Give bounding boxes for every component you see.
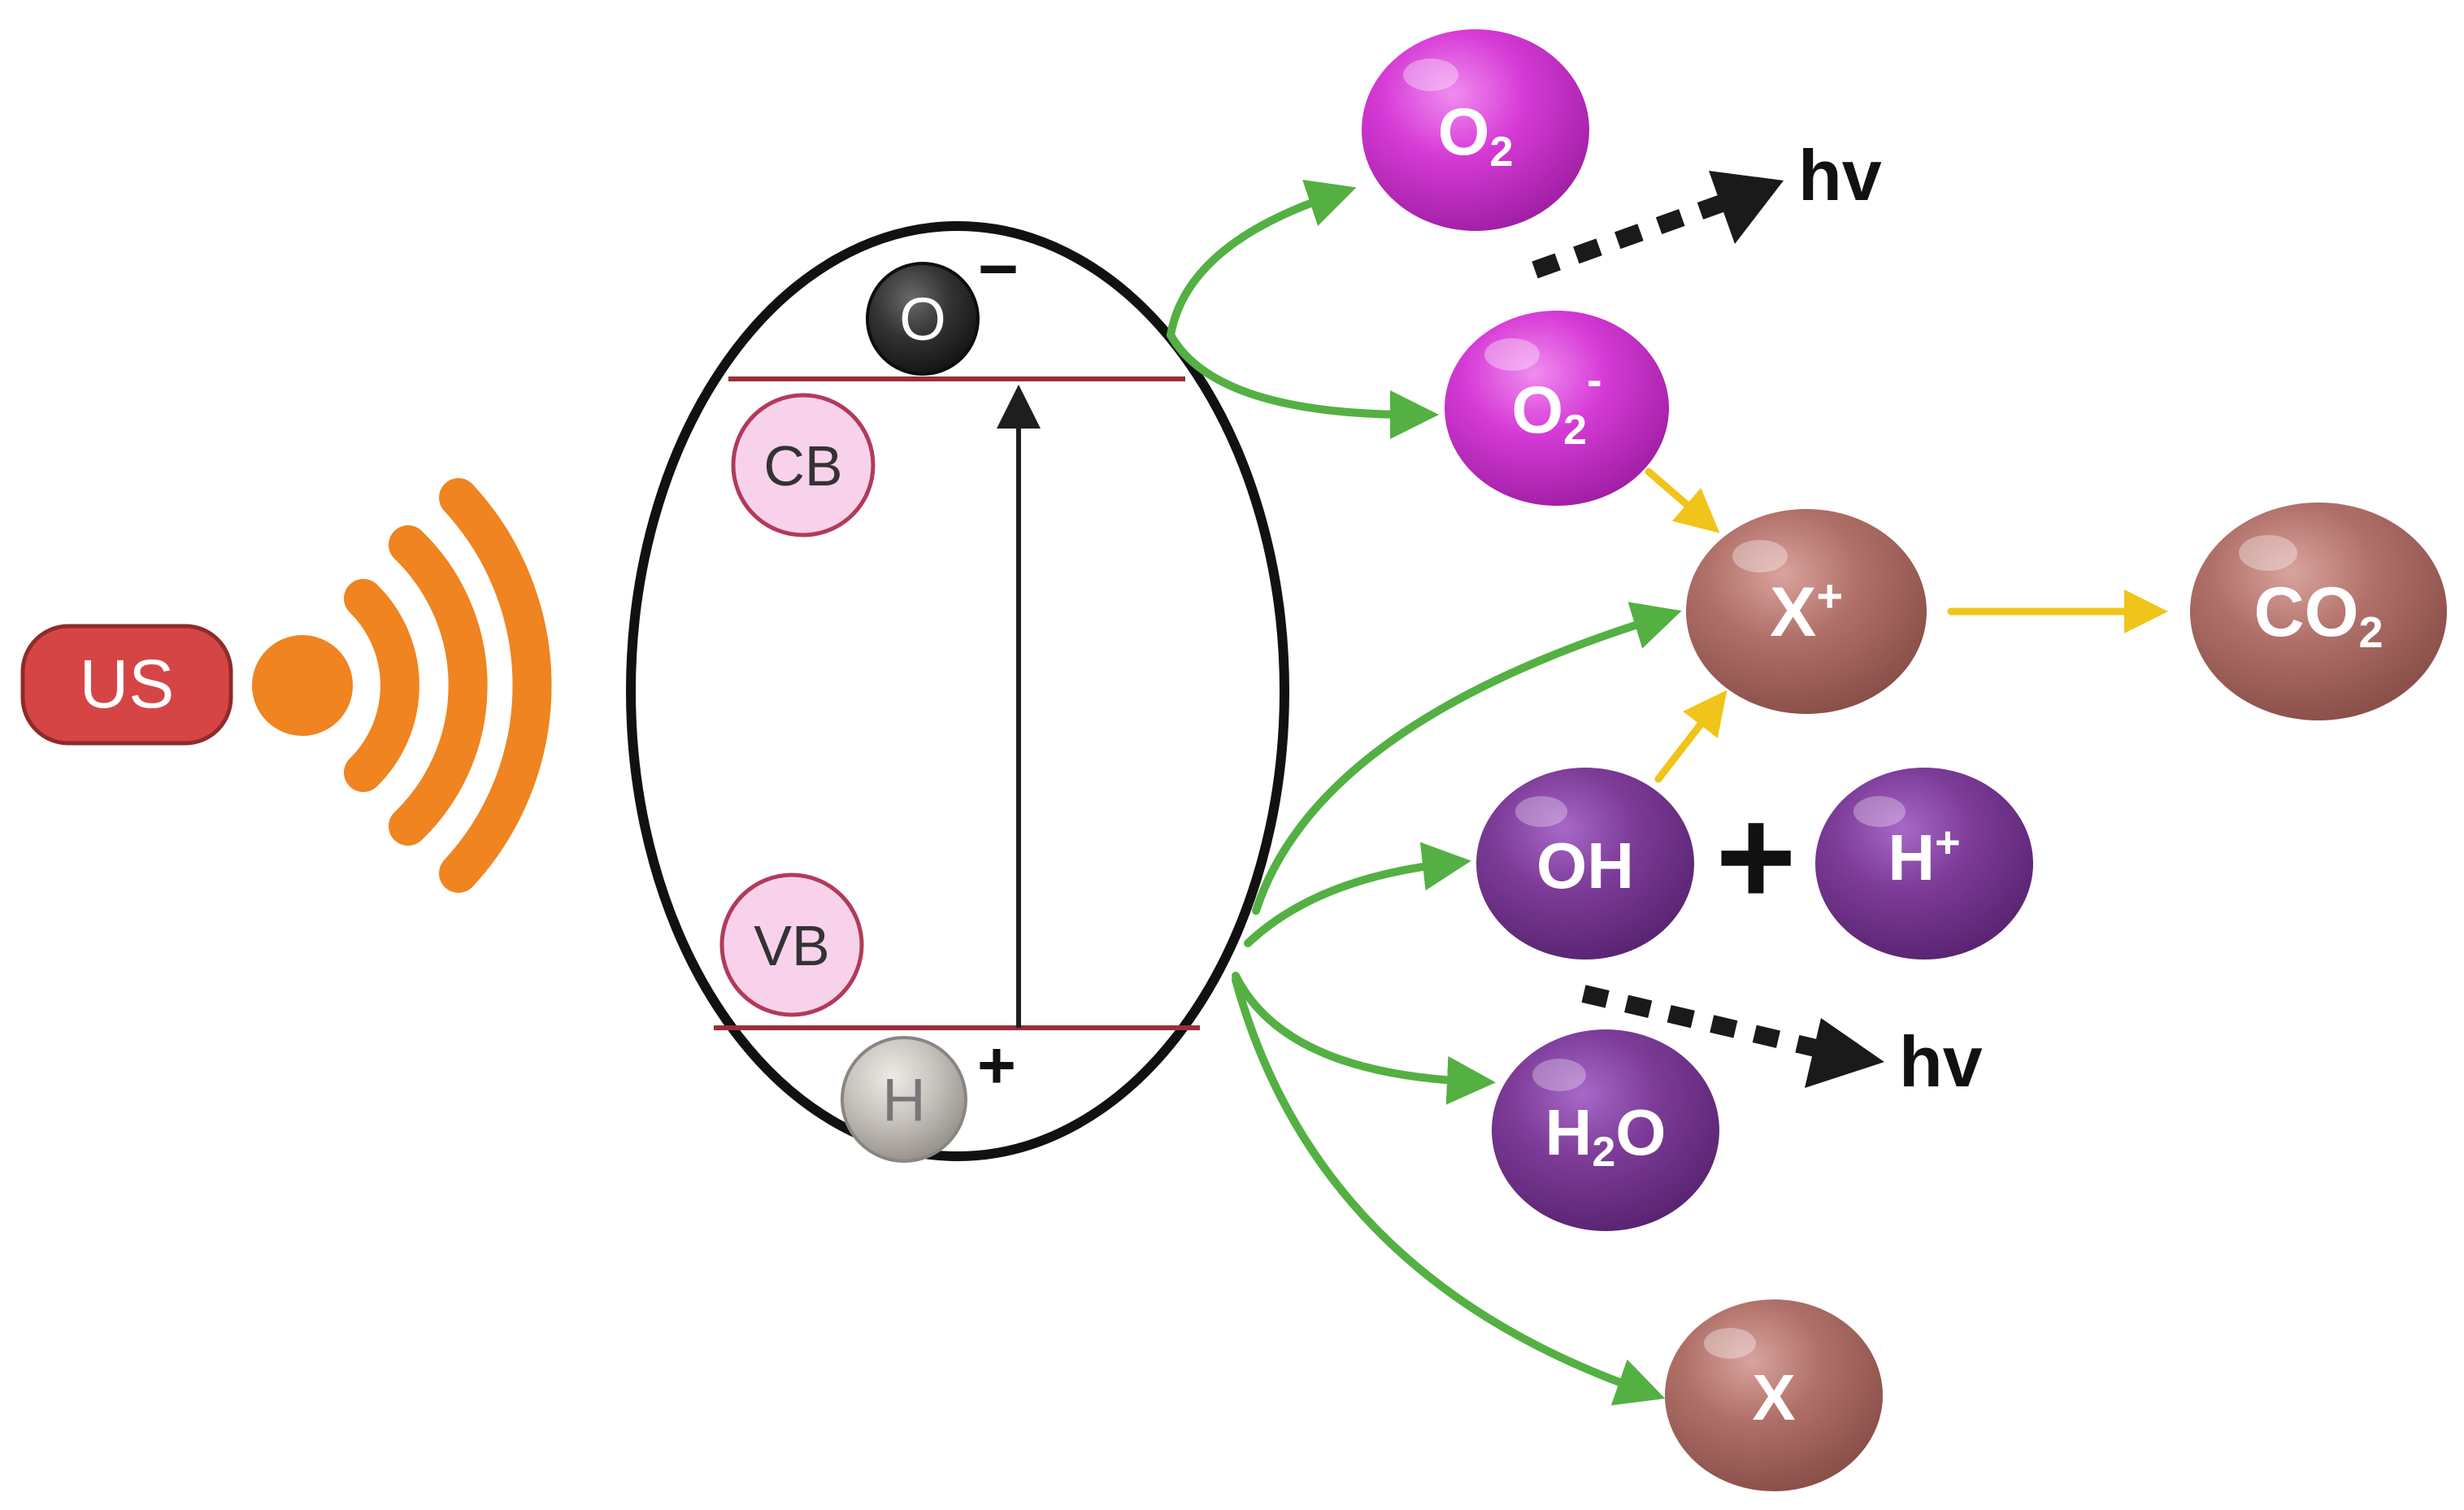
oh-sphere	[1476, 768, 1694, 960]
arrow-oh-to-x-plus	[1654, 690, 1727, 783]
co2-highlight	[2239, 535, 2297, 571]
sound-wave-1	[344, 579, 419, 792]
x-sphere	[1665, 1299, 1883, 1491]
sound-wave-3	[439, 478, 552, 893]
hv-label-lower: hv	[1899, 1021, 1983, 1102]
arrow-superoxide-to-x-plus	[1645, 468, 1720, 533]
species-co2: CO2	[2190, 503, 2447, 720]
x-plus-sphere	[1686, 509, 1927, 714]
co2-sphere	[2190, 503, 2447, 720]
x-highlight	[1704, 1328, 1756, 1359]
o2-sphere	[1362, 29, 1589, 231]
hole-symbol: H	[882, 1066, 925, 1134]
o2-label: O2	[1438, 95, 1514, 176]
electron-symbol: O	[899, 285, 946, 353]
conduction-band-label: CB	[763, 434, 842, 498]
arrow-to-o2	[1167, 180, 1357, 339]
electron-charge: −	[978, 230, 1019, 308]
species-h2o: H2O	[1492, 1029, 1719, 1231]
arrow-to-superoxide	[1167, 331, 1439, 439]
superoxide-label: O2-	[1511, 354, 1601, 454]
arrow-to-x-plus	[1252, 602, 1682, 915]
valence-band-label: VB	[754, 914, 829, 977]
co2-label: CO2	[2253, 573, 2383, 657]
sound-wave-2	[389, 525, 488, 846]
sound-emitter-dot	[252, 635, 353, 736]
emission-lower: hv	[1581, 985, 1983, 1102]
dashed-arrow-upper-head	[1709, 171, 1784, 244]
valence-band-badge	[719, 872, 864, 1017]
conduction-band-badge	[731, 393, 876, 537]
x-plus-highlight	[1732, 540, 1788, 572]
h-plus-label: H+	[1888, 818, 1960, 894]
species-x: X	[1665, 1299, 1883, 1491]
hv-label-upper: hv	[1798, 135, 1882, 215]
x-plus-label: X+	[1770, 570, 1843, 651]
h-plus-highlight	[1853, 796, 1906, 827]
us-badge	[20, 624, 233, 746]
arrow-to-oh	[1244, 842, 1471, 947]
particle-outline	[626, 221, 1289, 1161]
oh-label: OH	[1536, 829, 1634, 902]
h2o-sphere	[1492, 1029, 1719, 1231]
us-label: US	[80, 646, 175, 722]
oh-highlight	[1515, 796, 1567, 827]
superoxide-sphere	[1445, 311, 1669, 506]
electron-particle	[866, 262, 980, 376]
arrow-to-h2o	[1232, 972, 1496, 1105]
species-oh: OH	[1476, 768, 1694, 960]
o2-highlight	[1403, 59, 1458, 91]
h2o-highlight	[1532, 1059, 1586, 1091]
dashed-arrow-upper	[1532, 194, 1725, 279]
h2o-label: H2O	[1545, 1096, 1667, 1176]
hole-charge: +	[977, 1029, 1016, 1103]
superoxide-highlight	[1484, 338, 1540, 371]
h-plus-sphere	[1815, 768, 2033, 960]
species-h-plus: H+	[1815, 768, 2033, 960]
catalyst-particle: O − CB VB H +	[626, 221, 1289, 1163]
ultrasound-source: US	[20, 478, 552, 893]
plus-sign: +	[1715, 780, 1796, 934]
species-x-plus: X+	[1686, 509, 1927, 714]
x-label: X	[1752, 1361, 1795, 1434]
species-superoxide: O2-	[1445, 311, 1669, 506]
emission-upper: hv	[1532, 135, 1882, 279]
dashed-arrow-lower-head	[1805, 1018, 1884, 1088]
reaction-arrows	[1645, 468, 2168, 783]
generation-arrows	[1167, 180, 1682, 1406]
species-o2: O2	[1362, 29, 1589, 231]
arrow-to-x	[1232, 976, 1666, 1406]
hole-particle	[841, 1036, 967, 1163]
